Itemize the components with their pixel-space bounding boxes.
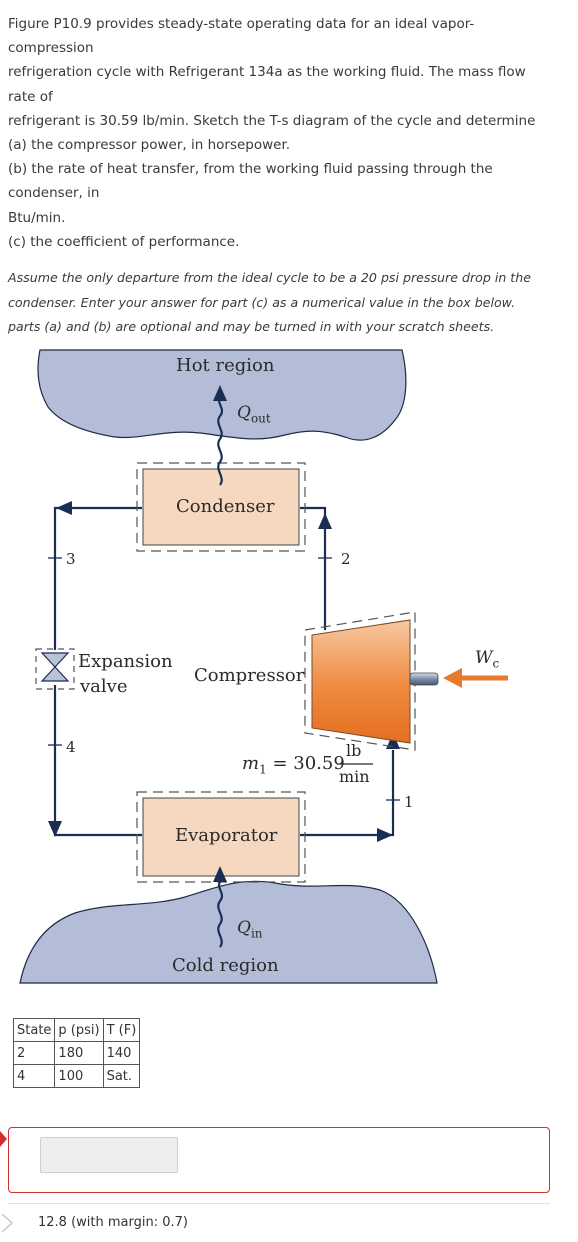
problem-line: Figure P10.9 provides steady-state opera… [8, 16, 475, 32]
correct-answer-text: 12.8 (with margin: 0.7) [38, 1215, 188, 1230]
arrow-down [48, 821, 62, 837]
state-ticks [48, 557, 400, 801]
chevron-right-icon[interactable] [0, 1212, 14, 1234]
work-compressor-label: Wc [475, 648, 499, 670]
table-header-cell: T (F) [102, 1018, 141, 1042]
problem-statement: Figure P10.9 provides steady-state opera… [8, 12, 558, 254]
cold-region-label: Cold region [172, 955, 279, 976]
arrow-right [377, 828, 393, 842]
q-out-symbol: Q [237, 403, 251, 423]
answer-container [8, 1127, 550, 1193]
table-header-cell: p (psi) [54, 1018, 104, 1042]
state-3-label: 3 [66, 550, 76, 568]
state-4-label: 4 [66, 738, 76, 756]
problem-line: refrigerant is 30.59 lb/min. Sketch the … [8, 112, 536, 129]
compressor-shaft [409, 672, 439, 686]
problem-line: condenser, in [8, 185, 100, 202]
arrow-up-discharge [318, 513, 332, 529]
problem-line: refrigeration cycle with Refrigerant 134… [8, 64, 526, 81]
cycle-diagram-svg [19, 349, 508, 984]
answer-input[interactable] [40, 1137, 178, 1173]
assumption-note: Assume the only departure from the ideal… [8, 266, 568, 340]
q-in-symbol: Q [237, 918, 251, 938]
table-row: 4 100 Sat. [12, 1064, 141, 1088]
table-cell: 4 [12, 1064, 56, 1088]
heat-out-arrow [213, 385, 227, 486]
problem-line: rate of [8, 88, 53, 105]
note-line: condenser. Enter your answer for part (c… [8, 294, 516, 310]
expansion-valve-label-2: valve [80, 676, 128, 697]
table-header-row: State p (psi) T (F) [12, 1018, 141, 1042]
expansion-valve-label-1: Expansion [78, 651, 173, 672]
state-2-label: 2 [341, 550, 351, 568]
problem-line: (c) the coefficient of performance. [8, 233, 240, 250]
work-input-arrow [443, 668, 508, 688]
compressor-label: Compressor [194, 665, 305, 686]
problem-line: Btu/min. [8, 209, 66, 226]
arrow-up-compressor [386, 733, 400, 749]
work-symbol: W [475, 648, 493, 668]
note-line: parts (a) and (b) are optional and may b… [8, 319, 495, 334]
refrigeration-cycle-figure: Hot region Qout Condenser 3 2 Expansion … [0, 345, 578, 995]
compressor-body [311, 619, 411, 744]
table-row: 2 180 140 [12, 1041, 141, 1065]
flow-line-4 [53, 685, 142, 837]
problem-line: (a) the compressor power, in horsepower. [8, 137, 291, 154]
flow-line-2 [300, 506, 327, 630]
expansion-valve-symbol [35, 648, 75, 690]
q-out-subscript: out [250, 411, 271, 426]
problem-line: (b) the rate of heat transfer, from the … [8, 161, 493, 178]
cold-region-shape [19, 880, 438, 984]
work-subscript: c [492, 656, 500, 671]
table-header-cell: State [12, 1018, 56, 1042]
flow-arrows [48, 501, 400, 842]
mass-flow-unit-numerator: lb [346, 741, 362, 760]
note-line: Assume the only departure from the ideal… [8, 270, 531, 285]
hot-region-label: Hot region [176, 355, 275, 376]
q-in-label: Qin [237, 918, 263, 940]
arrow-left [56, 501, 72, 515]
divider [8, 1203, 550, 1204]
q-in-subscript: in [250, 926, 263, 941]
q-out-label: Qout [237, 403, 271, 425]
problem-line: compression [8, 40, 94, 57]
heat-in-arrow [213, 866, 227, 948]
condenser-label: Condenser [176, 496, 275, 517]
state-data-table: State p (psi) T (F) 2 180 140 4 100 Sat. [12, 1018, 141, 1088]
table-cell: 100 [54, 1064, 104, 1088]
mass-flow-value: = 30.59 [266, 753, 345, 774]
table-cell: 180 [54, 1041, 104, 1065]
compressor-boundary [304, 611, 416, 751]
incorrect-flag-icon [0, 1131, 7, 1147]
mass-flow-symbol: m [242, 753, 260, 774]
table-cell: 140 [102, 1041, 141, 1065]
flow-line-3 [53, 506, 142, 650]
mass-flow-unit-denominator: min [339, 767, 370, 786]
table-cell: 2 [12, 1041, 56, 1065]
evaporator-box [142, 797, 300, 877]
table-cell: Sat. [102, 1064, 141, 1088]
evaporator-label: Evaporator [175, 825, 278, 846]
mass-flow-subscript: 1 [259, 762, 267, 777]
mass-flow-label: m1 = 30.59 [242, 753, 345, 777]
condenser-boundary [136, 462, 306, 552]
state-1-label: 1 [404, 793, 414, 811]
